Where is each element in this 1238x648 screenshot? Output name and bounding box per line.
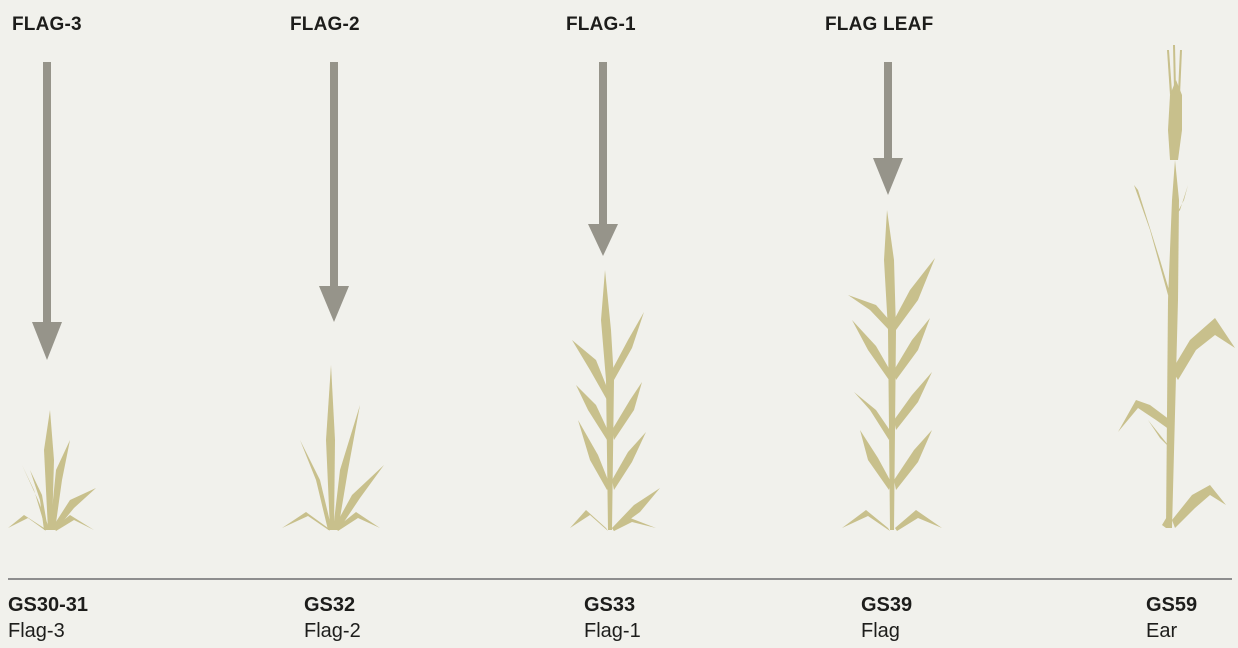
stage-name-ear: Ear [1146, 620, 1178, 642]
stage-code-gs33: GS33 [584, 594, 636, 616]
baseline-divider [8, 578, 1232, 580]
plant-gs32 [282, 365, 384, 531]
plants [8, 45, 1235, 531]
stage-name-flag-1: Flag-1 [584, 620, 641, 642]
label-flag-1: FLAG-1 [566, 14, 636, 35]
stage-code-gs30-31: GS30-31 [8, 594, 89, 616]
arrow-flag-leaf [873, 62, 903, 195]
plant-gs30-31 [8, 410, 96, 531]
stage-code-gs59: GS59 [1146, 594, 1198, 616]
plant-gs39 [842, 210, 942, 531]
arrow-flag-2 [319, 62, 349, 322]
stage-name-flag: Flag [861, 620, 900, 642]
arrow-flag-3 [32, 62, 62, 360]
plant-gs59 [1118, 45, 1235, 528]
arrows [32, 62, 903, 360]
label-flag-leaf: FLAG LEAF [825, 14, 934, 35]
label-flag-2: FLAG-2 [290, 14, 360, 35]
stage-code-gs39: GS39 [861, 594, 913, 616]
stage-name-flag-2: Flag-2 [304, 620, 361, 642]
stage-code-gs32: GS32 [304, 594, 356, 616]
stage-name-flag-3: Flag-3 [8, 620, 65, 642]
plant-gs33 [570, 270, 660, 531]
arrow-flag-1 [588, 62, 618, 256]
label-flag-3: FLAG-3 [12, 14, 82, 35]
